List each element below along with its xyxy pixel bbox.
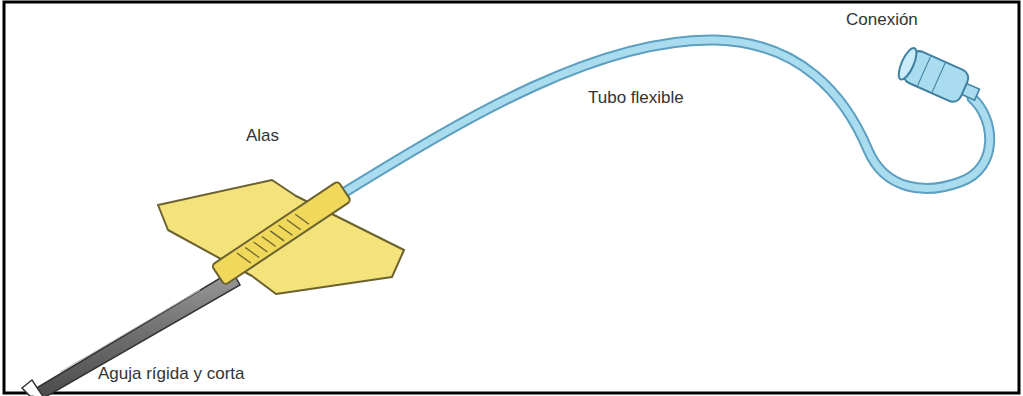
hub (211, 181, 351, 285)
part-label: Conexión (846, 10, 918, 30)
connector (895, 46, 984, 110)
part-label: Aguja rígida y corta (98, 364, 244, 384)
frame (4, 2, 1019, 393)
wings (158, 180, 404, 294)
flexible-tube (345, 40, 990, 192)
part-label: Tubo flexible (588, 88, 684, 108)
part-label: Alas (246, 126, 279, 146)
flexible-tube-fill (345, 40, 990, 192)
